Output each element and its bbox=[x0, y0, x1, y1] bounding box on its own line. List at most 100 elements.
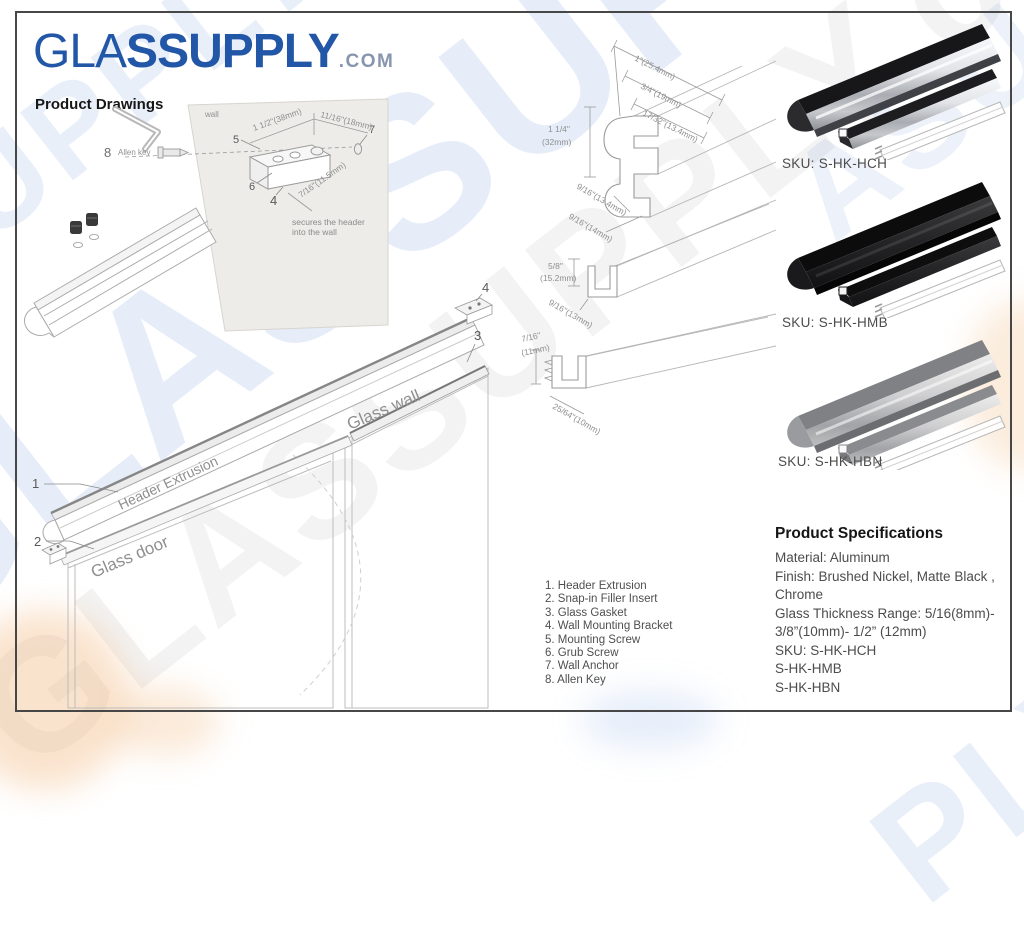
channel-height-dim bbox=[568, 258, 580, 287]
height-dim bbox=[584, 106, 596, 178]
product-image-matte-black bbox=[787, 182, 1006, 318]
rail-flange bbox=[787, 100, 814, 132]
dim-channel-inner: 9/16"(13mm) bbox=[547, 297, 594, 330]
sku-label-matte-black: SKU: S-HK-HMB bbox=[782, 315, 888, 330]
dim-channel-height: 5/8" bbox=[548, 261, 563, 271]
callout-mounting-screw: 5 bbox=[233, 134, 239, 146]
sku-label-chrome: SKU: S-HK-HCH bbox=[782, 156, 888, 171]
spec-line-finish-2: Chrome bbox=[775, 587, 824, 602]
wall-anchor-sketch bbox=[353, 143, 363, 155]
product-specifications: Product Specifications Material: Aluminu… bbox=[775, 525, 1001, 697]
parts-list-item: 2. Snap-in Filler Insert bbox=[545, 593, 658, 606]
spec-line-sku-3: S-HK-HBN bbox=[775, 679, 841, 695]
rail-face bbox=[806, 196, 998, 288]
dim-height-mm: (32mm) bbox=[542, 137, 571, 147]
rail-flange bbox=[787, 258, 814, 290]
gasket-render bbox=[874, 259, 1006, 318]
rail-highlight bbox=[815, 43, 993, 120]
callout-leader bbox=[475, 293, 483, 302]
callout-leader bbox=[466, 343, 476, 363]
wall-panel bbox=[187, 98, 389, 332]
header-profile-face bbox=[603, 115, 659, 218]
gasket-render bbox=[874, 101, 1006, 160]
end-bracket-right bbox=[454, 297, 493, 325]
dim-top-outer: 1"(25.4mm) bbox=[633, 53, 677, 82]
bracket-caption-1: secures the header bbox=[292, 217, 365, 227]
brand-logo-bold: SSUPPLY bbox=[126, 25, 340, 78]
spec-line-finish: Finish: Brushed Nickel, Matte Black , bbox=[775, 568, 995, 584]
spec-line-material: Material: Aluminum bbox=[775, 550, 890, 565]
parts-list-item: 4. Wall Mounting Bracket bbox=[545, 620, 673, 633]
channel-opening bbox=[838, 128, 848, 138]
callout-leader bbox=[240, 139, 261, 150]
rail-cap bbox=[798, 340, 990, 430]
dim-height: 1 1/4" bbox=[548, 124, 570, 134]
dim-line bbox=[313, 118, 369, 134]
dim-leader bbox=[605, 215, 643, 233]
install-diagram: wall 8 Allen key bbox=[23, 98, 389, 338]
dim-leader bbox=[579, 298, 589, 311]
callout-header: 1 bbox=[32, 476, 39, 491]
channel-cap bbox=[844, 69, 997, 139]
parts-list-item: 8. Allen Key bbox=[545, 673, 606, 686]
spec-line-thickness: Glass Thickness Range: 5/16(8mm)- bbox=[775, 605, 995, 621]
rail-bottom bbox=[814, 370, 1001, 453]
allen-key-icon-inner bbox=[114, 108, 159, 150]
grub-screws bbox=[70, 213, 98, 234]
specifications-title: Product Specifications bbox=[775, 525, 943, 542]
channel-cap bbox=[844, 227, 997, 297]
header-extrusion-rail bbox=[42, 316, 485, 545]
channel-opening bbox=[838, 286, 848, 296]
allen-key-label: Allen key bbox=[118, 148, 150, 157]
callout-leader bbox=[359, 134, 368, 145]
filler-rail bbox=[59, 435, 353, 566]
allen-key-callout: 8 bbox=[104, 145, 111, 160]
filler-channel-face bbox=[587, 265, 618, 298]
door-swing-arc bbox=[292, 454, 362, 696]
page-content: GLASSUPPLY.COM Product Drawings wall bbox=[23, 24, 1006, 709]
callout-filler: 2 bbox=[34, 534, 41, 549]
product-image-brushed-nickel bbox=[787, 340, 1006, 470]
callout-leader bbox=[46, 540, 95, 550]
rail-cap bbox=[798, 24, 990, 114]
sku-label-brushed-nickel: SKU: S-HK-HBN bbox=[778, 454, 883, 469]
callout-wall-bracket: 4 bbox=[482, 280, 489, 295]
dim-line bbox=[287, 192, 313, 212]
channel-face bbox=[849, 78, 1001, 149]
channel-face bbox=[849, 236, 1001, 307]
parts-list-item: 5. Mounting Screw bbox=[545, 633, 641, 646]
parts-list-item: 6. Grub Screw bbox=[545, 647, 619, 660]
rail-highlight bbox=[815, 201, 993, 278]
rail-bottom bbox=[814, 54, 1001, 137]
rail-bottom bbox=[814, 212, 1001, 295]
parts-list-item: 7. Wall Anchor bbox=[545, 660, 619, 673]
gasket-rail bbox=[349, 365, 490, 442]
gasket-face bbox=[551, 355, 587, 389]
channel-cap bbox=[844, 385, 997, 455]
profile-body-lines bbox=[633, 60, 777, 218]
brand-logo-tld: .COM bbox=[338, 51, 395, 72]
spec-line-sku-1: SKU: S-HK-HCH bbox=[775, 642, 877, 658]
callout-bracket: 4 bbox=[270, 193, 277, 208]
gasket-fins bbox=[543, 359, 553, 382]
page-title: Product Drawings bbox=[35, 96, 164, 113]
callout-wall-anchor: 7 bbox=[369, 124, 375, 136]
dim-gasket-height: 7/16" bbox=[522, 330, 542, 344]
top-dim-lines bbox=[610, 39, 726, 145]
channel-body-lines bbox=[609, 199, 777, 298]
callout-grub-screw: 6 bbox=[249, 181, 255, 193]
dim-gasket-width: 25/64"(10mm) bbox=[551, 401, 603, 437]
callout-leader bbox=[256, 172, 273, 184]
profile-diagram: 1"(25.4mm) 3/4"(19mm) 17/32"(13.4mm) 1 1… bbox=[522, 39, 777, 437]
brand-logo-light: GLA bbox=[33, 25, 127, 78]
gasket-body-lines bbox=[577, 313, 777, 389]
callout-gasket: 3 bbox=[474, 328, 481, 343]
dim-line bbox=[549, 395, 585, 415]
dim-channel-height-mm: (15.2mm) bbox=[540, 273, 577, 283]
channel-face bbox=[849, 394, 1001, 465]
dim-leader bbox=[613, 195, 631, 213]
rail-flange bbox=[787, 416, 814, 448]
callout-leader bbox=[44, 483, 119, 493]
header-rail-sketch bbox=[23, 207, 217, 338]
